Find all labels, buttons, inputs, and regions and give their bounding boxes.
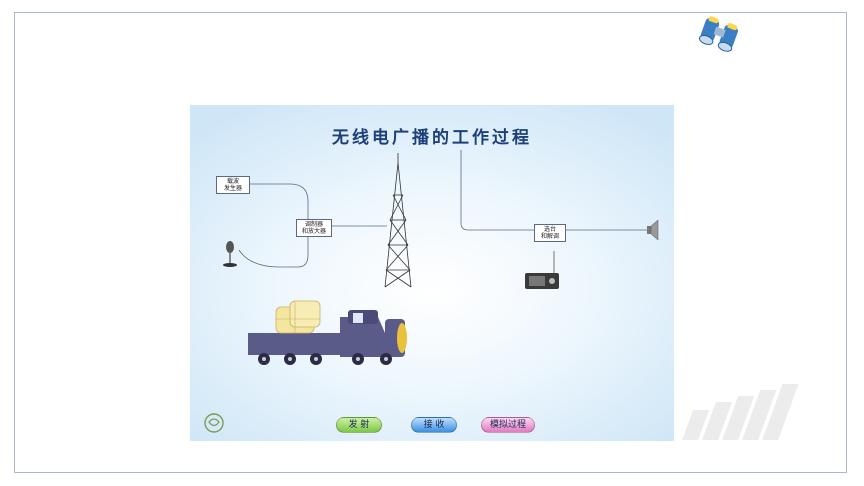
cargo-bales <box>275 300 321 334</box>
mic-wire <box>238 233 309 268</box>
receive-button[interactable]: 接 收 <box>411 417 457 433</box>
send-button[interactable]: 发 射 <box>336 417 382 433</box>
microphone-icon <box>223 241 237 267</box>
simulate-button[interactable]: 模拟过程 <box>481 417 535 433</box>
antenna-wire <box>460 150 534 231</box>
logo-icon <box>204 413 224 433</box>
tuner-label: 选台 和解调 <box>540 226 559 240</box>
truck-icon <box>248 300 407 365</box>
tower-icon <box>384 153 412 288</box>
tuner-box: 选台 和解调 <box>534 224 566 242</box>
diagram-scene <box>223 150 659 365</box>
carrier-wire <box>246 183 309 225</box>
radio-icon <box>525 251 559 289</box>
animation-stage: 无线电广播的工作过程 <box>190 105 674 441</box>
page-title: 无线电广播的工作过程 <box>332 128 532 148</box>
binoculars-icon[interactable] <box>694 14 744 54</box>
speaker-icon <box>647 219 659 241</box>
carrier-generator-label: 载波 发生器 <box>223 178 242 192</box>
modulator-label: 调制器 和放大器 <box>301 221 326 235</box>
modulator-box: 调制器 和放大器 <box>296 219 332 237</box>
carrier-generator-box: 载波 发生器 <box>216 176 250 194</box>
watermark-icon <box>682 384 799 440</box>
